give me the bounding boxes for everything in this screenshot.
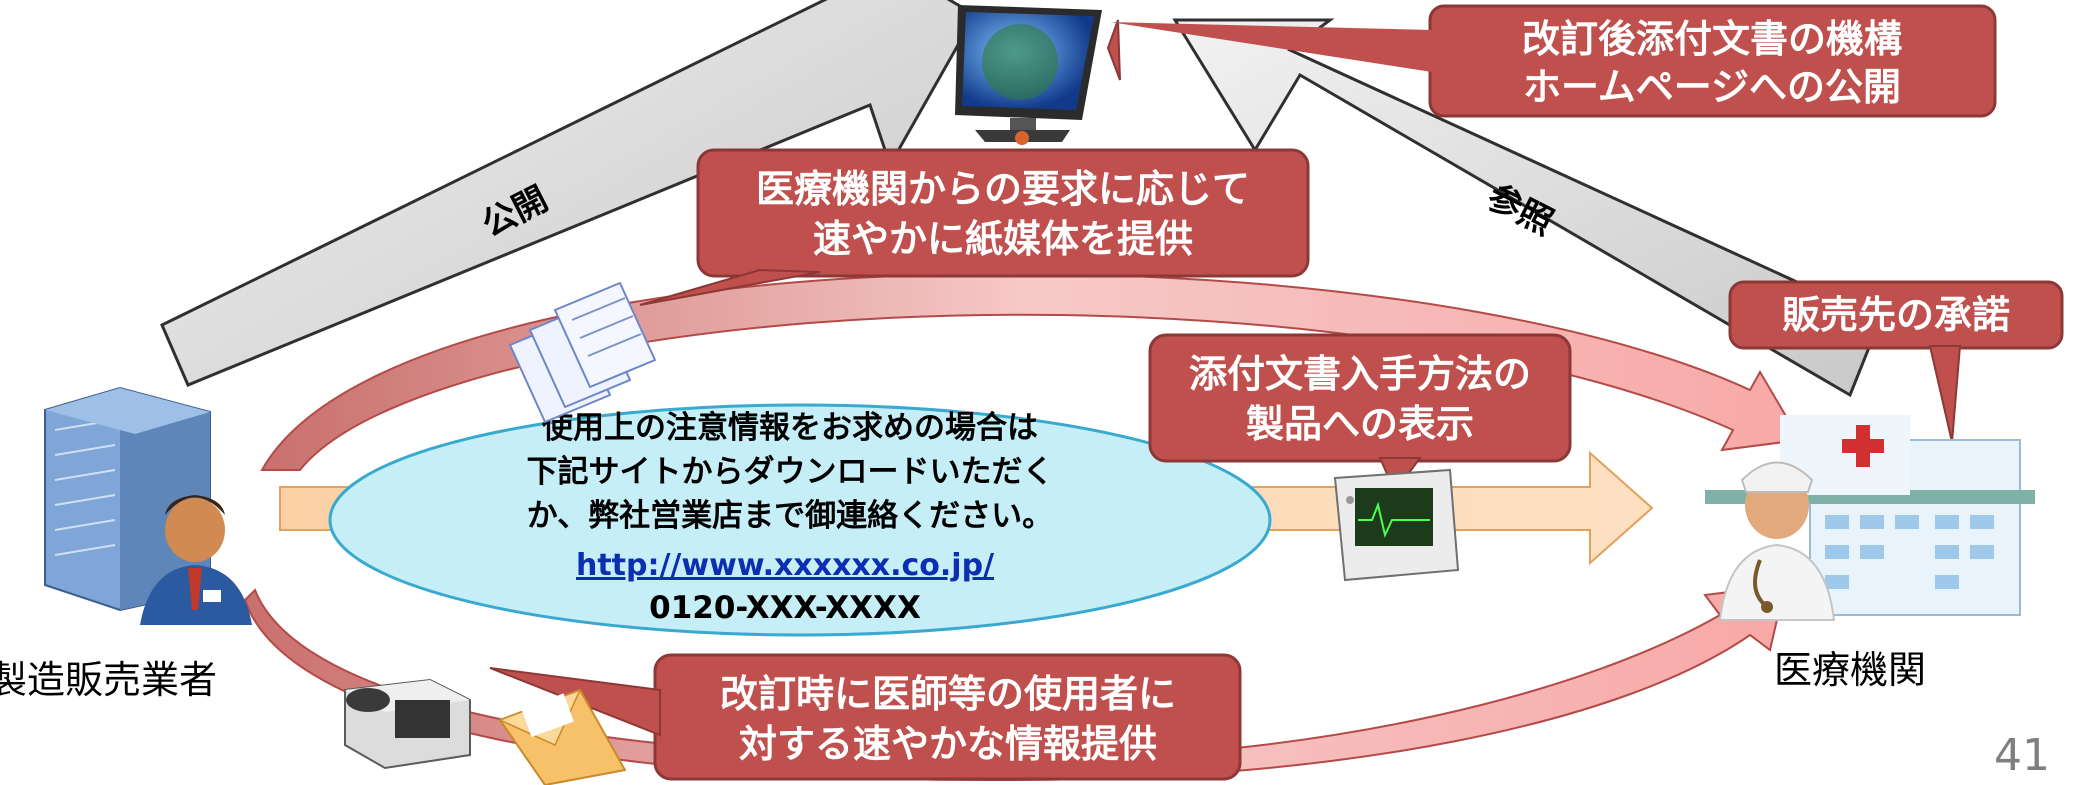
medical-institution-label: 医療機関 — [1774, 648, 1926, 692]
notice-line-3: か、弊社営業店まで御連絡ください。 — [527, 498, 1053, 534]
notice-ellipse: 使用上の注意情報をお求めの場合は 下記サイトからダウンロードいただく か、弊社営… — [328, 403, 1272, 637]
callout-buyer-consent: 販売先の承諾 — [1728, 280, 2064, 443]
medical-monitor-icon — [1333, 468, 1460, 582]
notice-line-1: 使用上の注意情報をお求めの場合は — [541, 410, 1038, 446]
callout-website-publish: 改訂後添付文書の機構 ホームページへの公開 — [1106, 4, 1997, 118]
callout-product-line-2: 製品への表示 — [1246, 402, 1474, 446]
doctor-icon — [1718, 461, 1836, 621]
callout-paper-on-request: 医療機関からの要求に応じて 速やかに紙媒体を提供 — [639, 148, 1310, 306]
download-url-link[interactable]: http://www.xxxxxx.co.jp/ — [576, 548, 994, 583]
notice-line-2: 下記サイトからダウンロードいただく — [527, 454, 1054, 490]
callout-product-line-1: 添付文書入手方法の — [1189, 352, 1531, 396]
manufacturer-label: 製造販売業者 — [0, 658, 217, 702]
callout-paper-line-1: 医療機関からの要求に応じて — [756, 167, 1250, 211]
callout-revision-notice: 改訂時に医師等の使用者に 対する速やかな情報提供 — [489, 653, 1242, 781]
fax-machine-icon — [344, 678, 471, 770]
callout-consent-line-1: 販売先の承諾 — [1782, 293, 2010, 337]
callout-paper-line-2: 速やかに紙媒体を提供 — [813, 217, 1193, 261]
phone-number: 0120-XXX-XXXX — [649, 590, 921, 626]
callout-revision-line-1: 改訂時に医師等の使用者に — [720, 672, 1176, 716]
callout-product-label: 添付文書入手方法の 製品への表示 — [1148, 333, 1572, 494]
publish-arrow: 公開 — [160, 0, 978, 387]
reference-arrow: 参照 — [1172, 18, 1882, 398]
page-number: 41 — [1994, 730, 2050, 781]
callout-revision-line-2: 対する速やかな情報提供 — [739, 722, 1157, 766]
documents-icon — [508, 281, 657, 424]
callout-website-publish-line-1: 改訂後添付文書の機構 — [1522, 17, 1902, 61]
callout-website-publish-line-2: ホームページへの公開 — [1523, 65, 1901, 109]
businessman-icon — [140, 495, 252, 625]
envelope-icon — [498, 688, 627, 785]
computer-globe-icon — [955, 5, 1102, 145]
